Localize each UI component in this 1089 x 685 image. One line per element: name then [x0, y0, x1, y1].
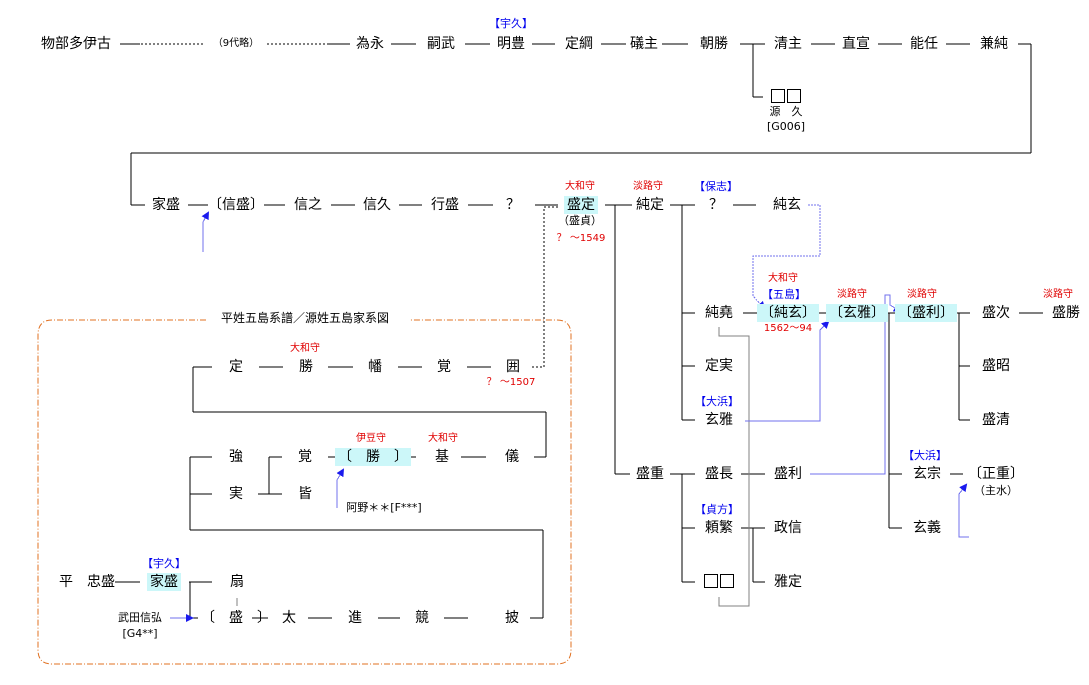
box-person-takeda: 武田信弘 [118, 611, 162, 624]
person-moritoshi: 盛利 [774, 466, 802, 482]
box-person-sada: 定 [229, 359, 243, 375]
person-moriaki: 盛昭 [982, 358, 1010, 374]
person-iemori: 家盛 [152, 197, 180, 213]
person-tsuguatake: 嗣武 [427, 36, 455, 52]
box-person-kakoi: 囲 [506, 359, 520, 375]
box-clan-tag-uku: 【宇久】 [142, 557, 186, 570]
box-title-yamato-2: 大和守 [428, 433, 458, 444]
person-nobuyuki: 信之 [294, 197, 322, 213]
person-unknown-1: ？ [506, 197, 520, 213]
box-person-tsuyoshi: 強 [229, 449, 243, 465]
person-harumune: 玄宗 [913, 466, 941, 482]
box-person-katsu-1: 勝 [299, 359, 313, 375]
person-sumisada: 純定 [636, 197, 664, 213]
dates-morisada: ？ ～1549 [556, 233, 606, 244]
box-person-susumu: 進 [348, 610, 362, 626]
box-ref-g4: [G4**] [122, 627, 158, 640]
person-harunori: 玄義 [913, 520, 941, 536]
clan-tag-goto: 【五島】 [762, 288, 806, 301]
person-sumiharu-goto: 〔純玄〕 [757, 304, 819, 322]
placeholder-square-icon [704, 574, 718, 588]
placeholder-square-icon [787, 89, 801, 103]
person-morisada: 盛定 [564, 196, 598, 214]
person-monobe-taiko: 物部多伊古 [41, 36, 111, 52]
title-yamato-no-kami: 大和守 [565, 181, 595, 192]
placeholder-square-icon [720, 574, 734, 588]
box-person-satoru-1: 覚 [437, 359, 451, 375]
box-person-katsu-2: 〔 勝 〕 [335, 448, 411, 466]
person-masashige: 〔正重〕 [968, 466, 1024, 482]
person-masanobu: 政信 [774, 520, 802, 536]
box-person-mina: 皆 [298, 486, 312, 502]
box-ref-ano: 阿野＊＊[F***] [346, 501, 422, 514]
clan-tag-uku: 【宇久】 [489, 17, 533, 30]
person-naonobu: 直宣 [842, 36, 870, 52]
dates-sumiharu: 1562～94 [763, 323, 813, 334]
title-awaji-no-kami: 淡路守 [633, 181, 663, 192]
person-unknown-3 [703, 574, 735, 591]
omitted-generations-label: （9代略） [208, 38, 264, 50]
person-yoshito: 能任 [910, 36, 938, 52]
clan-tag-hoshi: 【保志】 [694, 180, 738, 193]
box-title-izu: 伊豆守 [356, 433, 386, 444]
person-harumasa-goto: 〔玄雅〕 [826, 304, 888, 322]
placeholder-square-icon [771, 89, 785, 103]
person-morikatsu: 盛勝 [1052, 305, 1080, 321]
box-person-gi: 儀 [505, 449, 519, 465]
box-person-mori: 〔 盛 〕 [201, 610, 271, 626]
alias-morisada: （盛貞） [558, 214, 602, 227]
box-title-yamato-1: 大和守 [290, 343, 320, 354]
box-title: 平姓五島系譜／源姓五島家系図 [206, 311, 404, 325]
person-unknown-2: ？ [709, 197, 723, 213]
box-person-kisou: 競 [415, 610, 429, 626]
clan-tag-ohama-1: 【大浜】 [695, 395, 739, 408]
person-yukimori: 行盛 [431, 197, 459, 213]
person-sadatsuna: 定綱 [565, 36, 593, 52]
clan-tag-ohama-2: 【大浜】 [903, 449, 947, 462]
box-person-futoshi: 太 [282, 610, 296, 626]
ref-g006: [G006] [766, 120, 806, 133]
title-harumasa: 淡路守 [837, 289, 867, 300]
person-sadazane: 定実 [705, 358, 733, 374]
person-nobuhisa: 信久 [363, 197, 391, 213]
person-kiyonushi: 清主 [774, 36, 802, 52]
person-morikiyo: 盛清 [982, 412, 1010, 428]
person-tomokatsu: 朝勝 [700, 36, 728, 52]
title-moritoshi: 淡路守 [907, 289, 937, 300]
person-moritoshi-goto: 〔盛利〕 [895, 304, 957, 322]
alias-mondo: （主水） [974, 484, 1018, 497]
person-tamenaga: 為永 [356, 36, 384, 52]
person-akitoyo: 明豊 [497, 36, 525, 52]
box-dates-kakoi: ？ ～1507 [486, 377, 536, 388]
title-sumiharu: 大和守 [768, 273, 798, 284]
person-harumasa: 玄雅 [705, 412, 733, 428]
person-unknown-minamoto [770, 89, 802, 106]
box-person-hiraku: 披 [505, 610, 519, 626]
box-person-tadamori: 平 忠盛 [59, 574, 115, 590]
person-sumitaka: 純堯 [705, 305, 733, 321]
clan-tag-sadakata: 【貞方】 [695, 503, 739, 516]
box-person-ogi: 扇 [230, 574, 244, 590]
person-morinaga: 盛長 [705, 466, 733, 482]
alias-minamoto-hisashi: 源 久 [769, 105, 803, 118]
person-nobumori: 〔信盛〕 [208, 197, 264, 213]
box-person-hata: 幡 [368, 359, 382, 375]
box-person-jitsu: 実 [229, 486, 243, 502]
person-morishige: 盛重 [636, 466, 664, 482]
person-isonushi: 礒主 [630, 36, 658, 52]
box-person-moto: 基 [435, 449, 449, 465]
person-kanezumi: 兼純 [980, 36, 1008, 52]
title-morikatsu: 淡路守 [1043, 289, 1073, 300]
person-moritsugu: 盛次 [982, 305, 1010, 321]
box-person-iemori: 家盛 [147, 573, 181, 591]
person-sumiharu: 純玄 [773, 197, 801, 213]
box-person-satoru-2: 覚 [298, 449, 312, 465]
person-masasada: 雅定 [774, 574, 802, 590]
person-yorishige: 頼繁 [705, 520, 733, 536]
